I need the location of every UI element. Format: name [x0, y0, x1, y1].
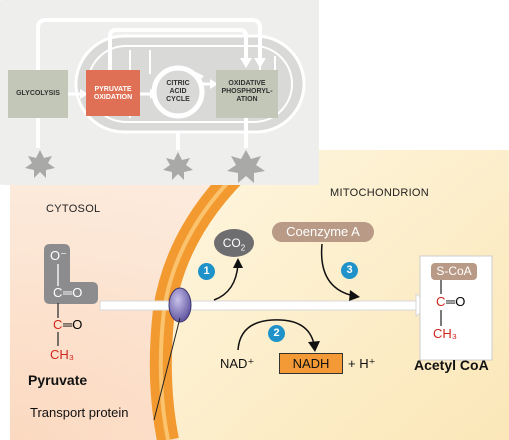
glycolysis-box — [8, 70, 68, 118]
transport-protein — [168, 287, 192, 323]
mitochondrion-label: MITOCHONDRION — [330, 187, 430, 199]
pyruvate-name: Pyruvate — [28, 372, 88, 388]
pyruvate-oxidation-line-2: OXIDATION — [93, 94, 133, 101]
cytosol-label: CYTOSOL — [46, 203, 101, 215]
co2-bubble: CO2 — [214, 229, 254, 257]
oxphos-line-1: OXIDATIVE — [228, 80, 266, 87]
main-flow-arrow-shaft — [99, 300, 419, 311]
nadh-box: NADH — [279, 353, 343, 374]
inset-top-arrow — [36, 18, 262, 70]
pyruvate-ch3: CH₃ — [50, 347, 75, 362]
pyruvate-methyl: CH₃ — [50, 347, 74, 362]
step-3-badge: 3 — [341, 262, 358, 279]
pyruvate-carboxyl-highlight — [44, 244, 98, 304]
step-1-badge: 1 — [198, 263, 215, 280]
citric-acid-cycle-line-2: ACID — [169, 88, 187, 95]
citric-acid-cycle-line-1: CITRIC — [166, 80, 190, 87]
nad-plus-label: NAD⁺ — [220, 356, 255, 371]
atp-starburst-2 — [163, 152, 193, 180]
pyruvate-oxidation-label: PYRUVATE OXIDATION — [86, 86, 140, 102]
glycolysis-label: GLYCOLYSIS — [16, 90, 60, 97]
transport-protein-label: Transport protein — [30, 405, 129, 420]
nad-reduction-arrow — [237, 319, 315, 351]
acetyl-coa-name: Acetyl CoA — [414, 357, 489, 373]
transport-protein-pointer — [153, 317, 181, 421]
inset-top-arrowhead-2 — [240, 58, 252, 68]
nad-arrowhead — [308, 341, 320, 352]
atp-starburst-1 — [25, 150, 55, 178]
acetyl-coa-carbonyl-carbon: C — [436, 294, 446, 309]
atp-starburst-3 — [227, 150, 265, 183]
oxphos-line-3: ATION — [236, 96, 258, 103]
oxphos-line-2: PHOSPHORYL- — [221, 88, 273, 95]
co2-text: CO — [222, 236, 241, 250]
inset-arrowhead-cac — [210, 79, 218, 89]
mitochondrion-region — [172, 150, 509, 440]
coenzyme-a-arrow — [320, 243, 355, 297]
co2-release-arrow — [213, 263, 239, 301]
cac-cycle-arrowhead — [196, 72, 204, 82]
citric-acid-cycle-circle — [151, 65, 205, 119]
oxidative-phosphorylation-box — [216, 70, 278, 118]
coenzyme-a-pill: Coenzyme A — [272, 222, 374, 242]
pyruvate-keto-oxygen: ═O — [63, 317, 83, 332]
oxidative-phosphorylation-label: OXIDATIVE PHOSPHORYL- ATION — [216, 80, 278, 104]
step-2-badge: 2 — [268, 325, 285, 342]
pyruvate-o-minus: O⁻ — [50, 248, 67, 263]
pyruvate-oxidation-line-1: PYRUVATE — [94, 86, 132, 93]
pyruvate-carboxyl-carbon: C — [53, 285, 63, 300]
inset-top-arrow-2 — [108, 28, 248, 70]
citric-acid-cycle-line-3: CYCLE — [166, 96, 190, 103]
pyruvate-keto-carbon: C — [53, 317, 63, 332]
inset-top-arrowhead — [254, 58, 266, 68]
acetyl-coa-scoa: S-CoA — [431, 263, 477, 280]
co2-subscript: 2 — [240, 243, 246, 253]
acetyl-coa-carbonyl-oxygen: ═O — [446, 294, 466, 309]
pyruvate-oxidation-box — [86, 70, 140, 116]
coenzyme-a-arrowhead — [349, 290, 360, 301]
citric-acid-cycle-label: CITRIC ACID CYCLE — [154, 80, 202, 104]
inset-arrowhead-glyc — [80, 89, 88, 99]
h-plus-label: + H⁺ — [348, 356, 376, 371]
co2-arrowhead — [233, 258, 243, 268]
acetyl-coa-methyl: CH₃ — [433, 326, 458, 341]
pyruvate-carboxyl-oxygen: ═O — [63, 285, 83, 300]
